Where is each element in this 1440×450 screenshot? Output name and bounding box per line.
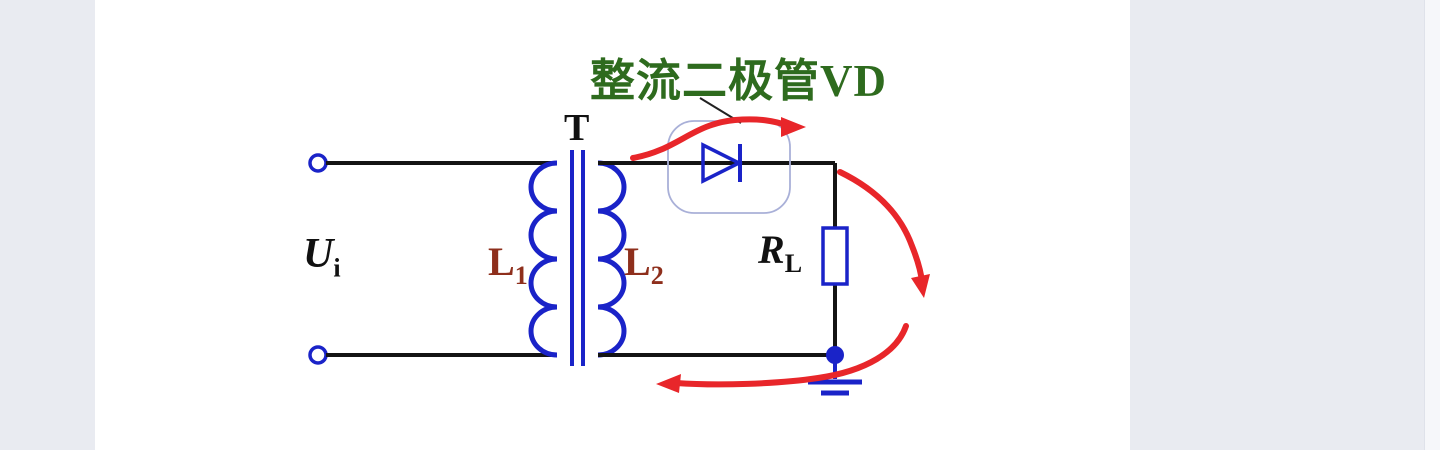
current-arrow-bottom-head bbox=[656, 374, 681, 393]
primary-coil-symbol: L bbox=[488, 239, 515, 284]
current-arrow-right-head bbox=[911, 274, 930, 298]
current-arrow-right-path bbox=[837, 169, 925, 285]
content-panel bbox=[95, 0, 1130, 450]
input-terminal-top bbox=[308, 153, 328, 173]
load-resistor-body bbox=[821, 226, 849, 286]
diode-triangle bbox=[701, 142, 743, 184]
primary-coil-label: L1 bbox=[488, 238, 528, 289]
primary-coil-subscript: 1 bbox=[514, 261, 528, 290]
secondary-coil bbox=[597, 160, 627, 358]
current-arrow-top-head bbox=[781, 117, 806, 137]
secondary-coil-subscript: 2 bbox=[650, 261, 664, 290]
rectifier-diode-annotation: 整流二极管VD bbox=[590, 56, 887, 106]
input-terminal-bottom bbox=[308, 345, 328, 365]
secondary-coil-symbol: L bbox=[624, 239, 651, 284]
load-resistor-label: RL bbox=[758, 226, 802, 277]
transformer-label: T bbox=[564, 107, 590, 149]
load-resistor-symbol: R bbox=[758, 227, 785, 272]
secondary-coil-label: L2 bbox=[624, 238, 664, 289]
load-resistor-subscript: L bbox=[784, 249, 803, 278]
input-voltage-symbol: U bbox=[303, 231, 334, 277]
right-edge-strip bbox=[1424, 0, 1440, 450]
input-voltage-label: Ui bbox=[303, 230, 341, 281]
current-arrow-top-path bbox=[630, 116, 793, 161]
primary-coil bbox=[528, 160, 558, 358]
input-voltage-subscript: i bbox=[333, 253, 341, 283]
current-arrow-bottom-path bbox=[673, 323, 909, 388]
